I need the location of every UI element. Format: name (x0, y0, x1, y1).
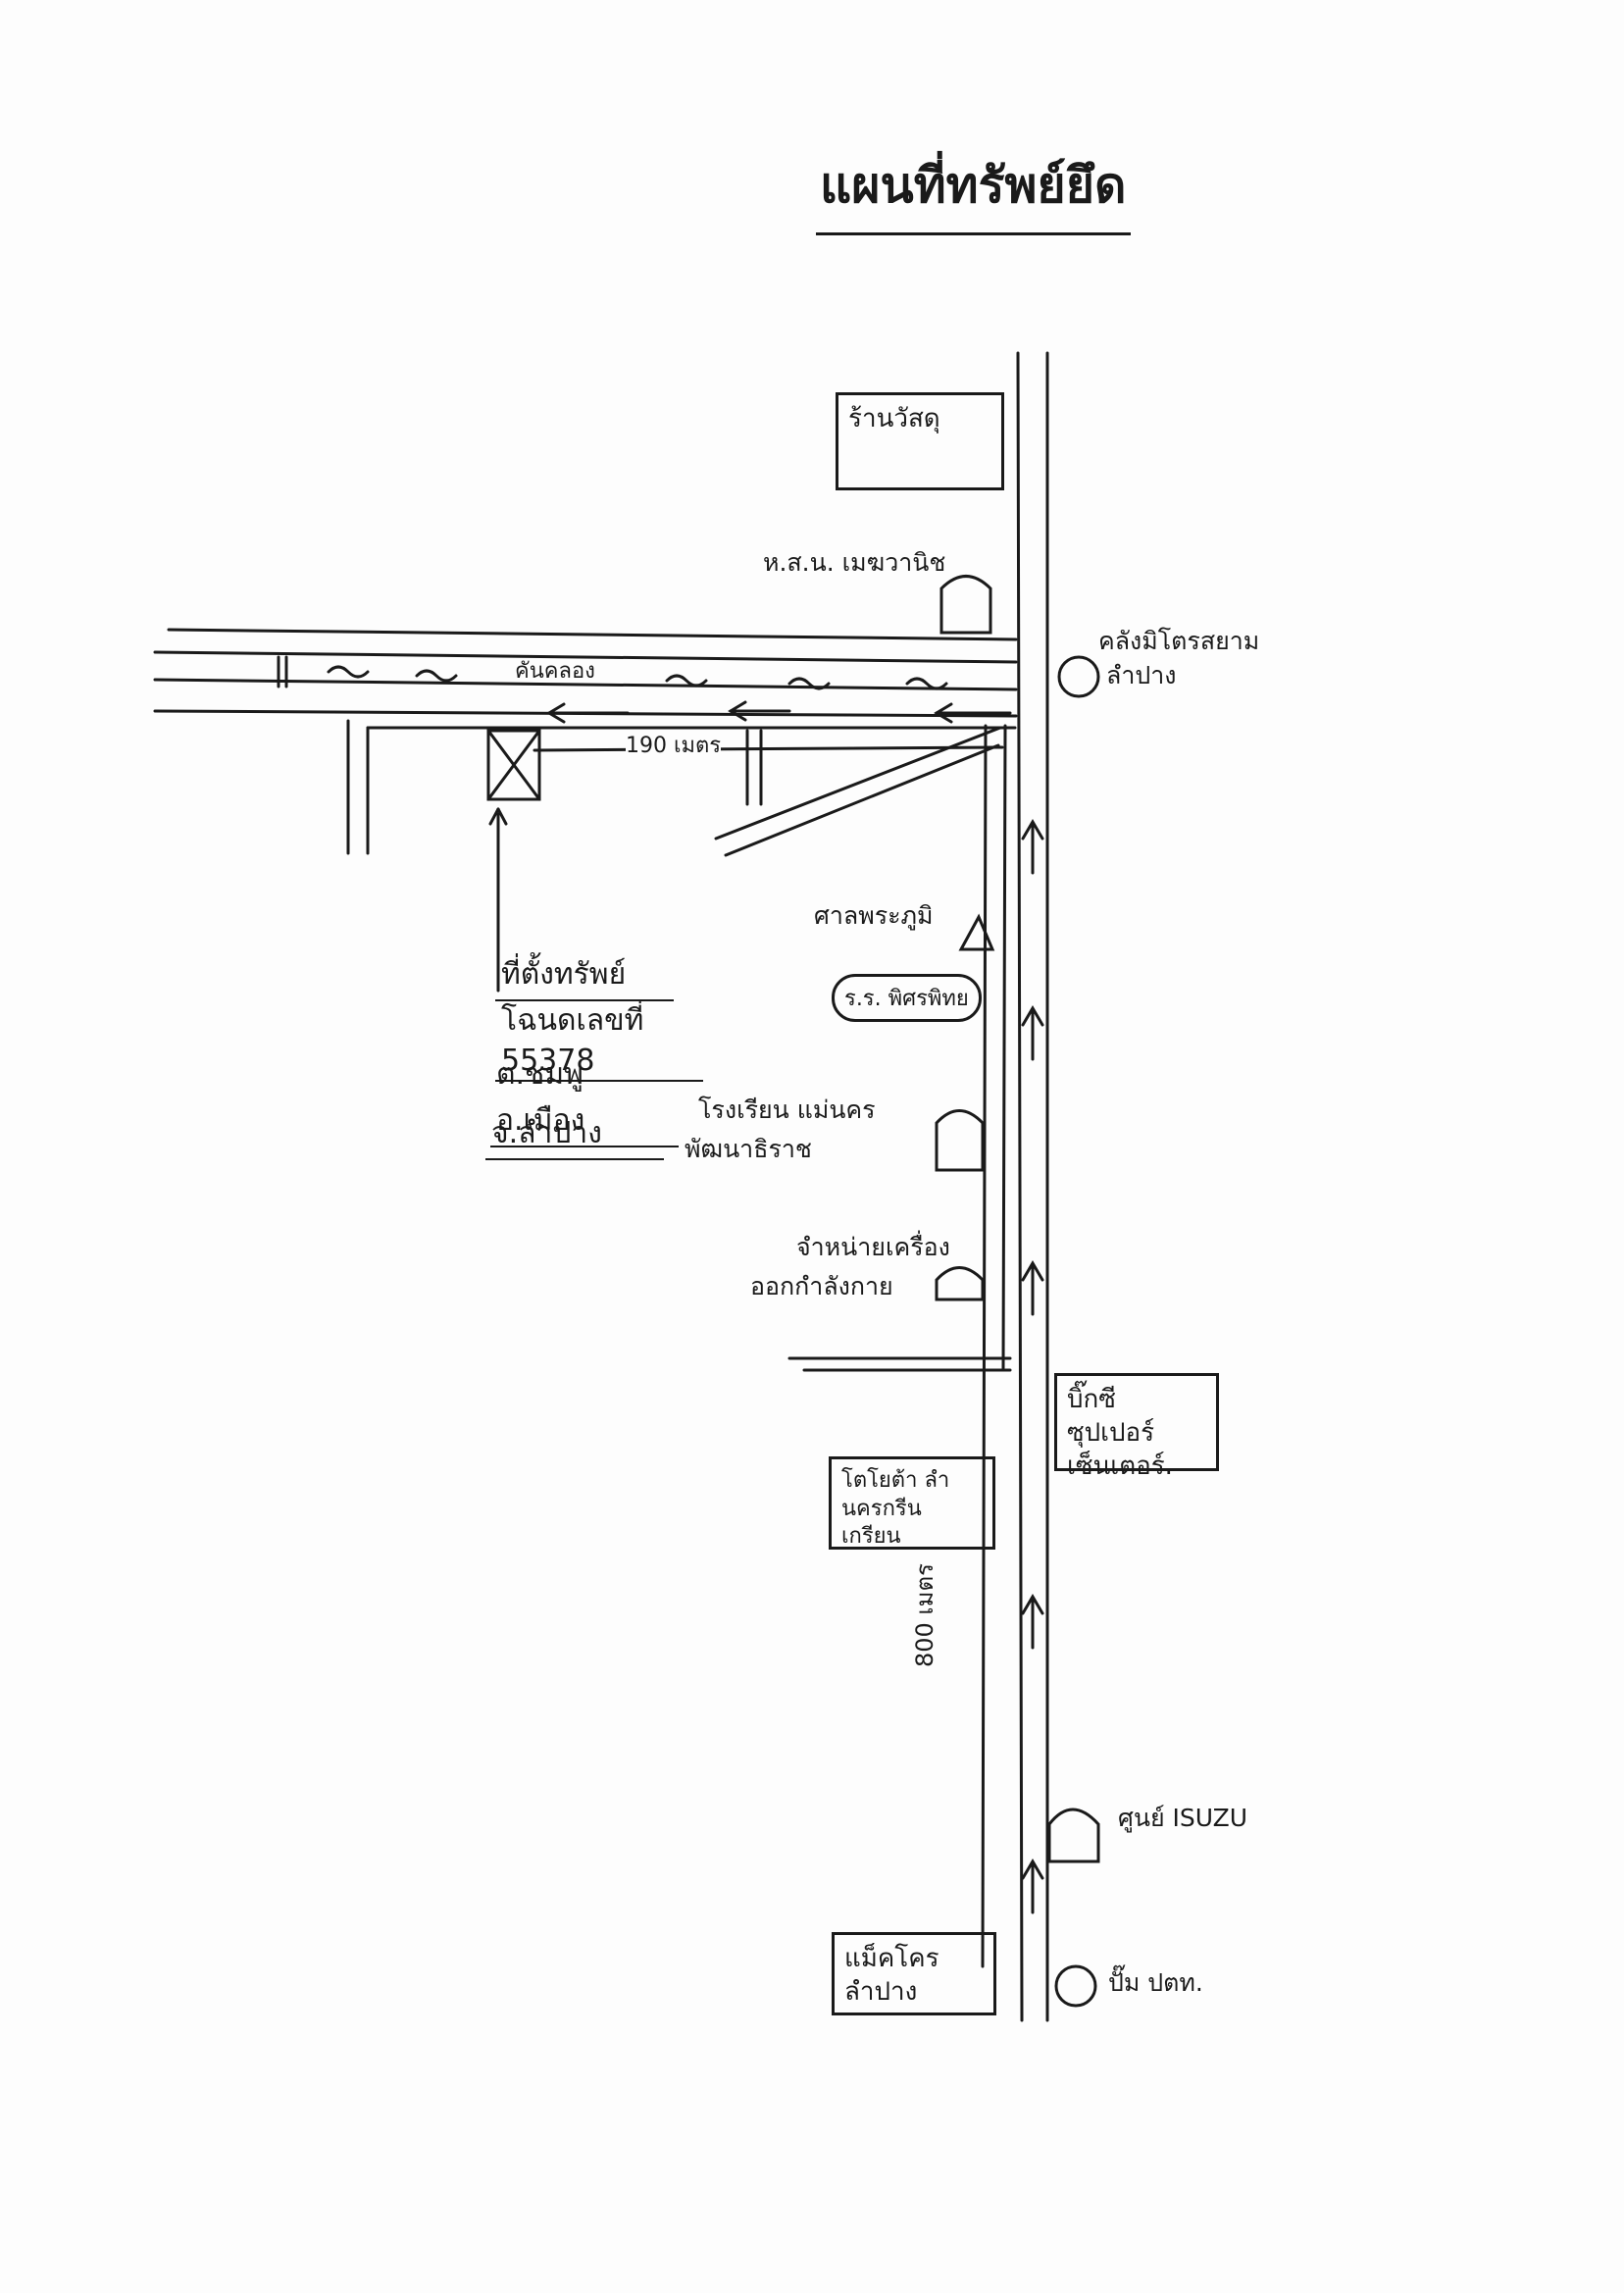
property-label-4: จ.ลำปาง (485, 1108, 664, 1160)
distance-190-label: 190 เมตร (626, 734, 722, 759)
shrine-label: ศาลพระภูมิ (814, 901, 934, 930)
bank-marker (939, 575, 992, 635)
property-box (486, 729, 541, 801)
ptt-marker (1054, 1964, 1097, 2008)
property-label-3: ต.ชมพู อ.เมือง (490, 1049, 679, 1147)
makro-label-2: ลำปาง (844, 1976, 918, 2007)
toyota-box: โตโยต้า ลำนครกรีน เกรียน (829, 1456, 995, 1550)
machinery-label-1: จำหน่ายเครื่อง (796, 1233, 950, 1261)
isuzu-marker (1047, 1808, 1100, 1863)
shrine-marker (958, 913, 995, 951)
property-label-2: โฉนดเลขที่ 55378 (495, 995, 703, 1082)
hospital-label-1: โรงเรียน แม่นคร (698, 1096, 876, 1124)
shop-box: ร้านวัสดุ (836, 392, 1004, 490)
bank-label: ห.ส.น. เมฆวานิช (763, 548, 946, 577)
shop-label: ร้านวัสดุ (848, 404, 940, 433)
toyota-label-1: โตโยต้า ลำนครกรีน (841, 1468, 950, 1521)
hospital-label-2: พัฒนาธิราช (685, 1135, 812, 1163)
ptt-label: ปั๊ม ปตท. (1108, 1968, 1203, 1997)
canal-label: คันคลอง (515, 659, 595, 684)
machinery-marker (935, 1266, 985, 1301)
isuzu-label: ศูนย์ ISUZU (1118, 1804, 1248, 1832)
bigc-label-2: เซ็นเตอร์. (1067, 1451, 1173, 1481)
canal-upper (153, 650, 1018, 664)
hospital-marker (935, 1109, 985, 1172)
makro-box: แม็คโคร ลำปาง (832, 1932, 996, 2015)
map-title: แผนที่ทรัพย์ยึด (816, 147, 1131, 235)
makro-label-1: แม็คโคร (844, 1944, 939, 1973)
kolang-marker (1057, 655, 1100, 698)
property-label-1: ที่ตั้งทรัพย์ (495, 949, 674, 1001)
school-label: ร.ร. พิศรพิทย (832, 974, 982, 1022)
bigc-box: บิ๊กซี ซุปเปอร์ เซ็นเตอร์. (1054, 1373, 1219, 1481)
machinery-label-2: ออกกำลังกาย (750, 1272, 893, 1300)
kolang-label-1: คลังมิโตรสยาม (1098, 627, 1260, 655)
canal-top-bank (167, 628, 1018, 641)
kolang-label-2: ลำปาง (1106, 661, 1177, 689)
main-road-left-edge (1016, 351, 1024, 2022)
distance-800-label: 800 เมตร (911, 1563, 939, 1667)
side-road-left (981, 724, 988, 1968)
bigc-label-1: บิ๊กซี ซุปเปอร์ (1067, 1385, 1155, 1448)
canal-lower (153, 678, 1018, 691)
toyota-label-2: เกรียน (841, 1524, 901, 1550)
side-road-right (1001, 724, 1007, 1370)
